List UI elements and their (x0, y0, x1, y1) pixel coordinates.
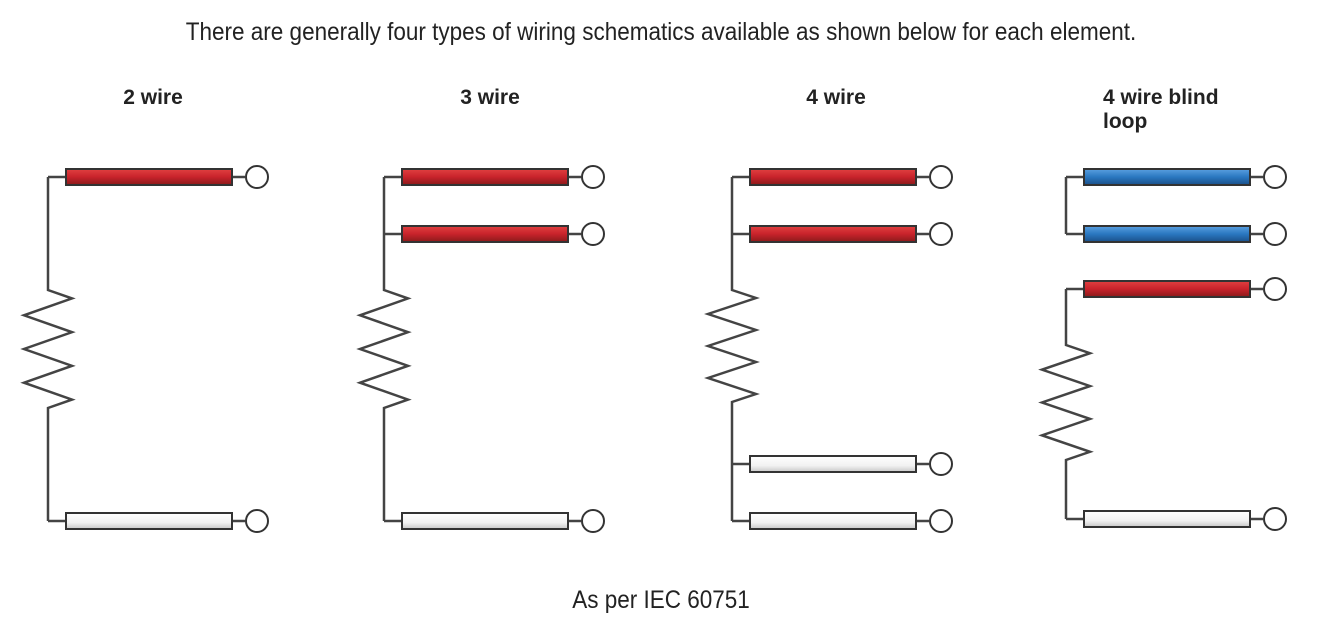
terminal (245, 509, 269, 533)
wire-white (1083, 510, 1251, 528)
wire-red (1083, 280, 1251, 298)
terminal (1263, 277, 1287, 301)
wire-red (749, 225, 917, 243)
page-caption: There are generally four types of wiring… (185, 18, 1137, 46)
terminal (581, 165, 605, 189)
wire-white (749, 455, 917, 473)
terminal (1263, 165, 1287, 189)
resistor-element (704, 177, 760, 521)
diagram-title-3-wire: 3 wire (460, 86, 520, 109)
wire-white (65, 512, 233, 530)
wire-white (749, 512, 917, 530)
wire-blue (1083, 168, 1251, 186)
diagram-title-4-wire-blind-loop: 4 wire blind loop (1103, 86, 1219, 133)
terminal (581, 222, 605, 246)
wire-red (401, 225, 569, 243)
terminal (929, 452, 953, 476)
terminal (245, 165, 269, 189)
wire-red (749, 168, 917, 186)
wire-red (65, 168, 233, 186)
terminal (929, 222, 953, 246)
wire-white (401, 512, 569, 530)
terminal (1263, 222, 1287, 246)
diagram-title-2-wire: 2 wire (123, 86, 183, 109)
terminal (929, 509, 953, 533)
resistor-element (356, 177, 412, 521)
terminal (929, 165, 953, 189)
wire-red (401, 168, 569, 186)
diagram-title-4-wire: 4 wire (806, 86, 866, 109)
resistor-element (20, 177, 76, 521)
terminal (1263, 507, 1287, 531)
terminal (581, 509, 605, 533)
wire-blue (1083, 225, 1251, 243)
standard-note: As per IEC 60751 (572, 586, 750, 614)
resistor-element (1038, 289, 1094, 519)
